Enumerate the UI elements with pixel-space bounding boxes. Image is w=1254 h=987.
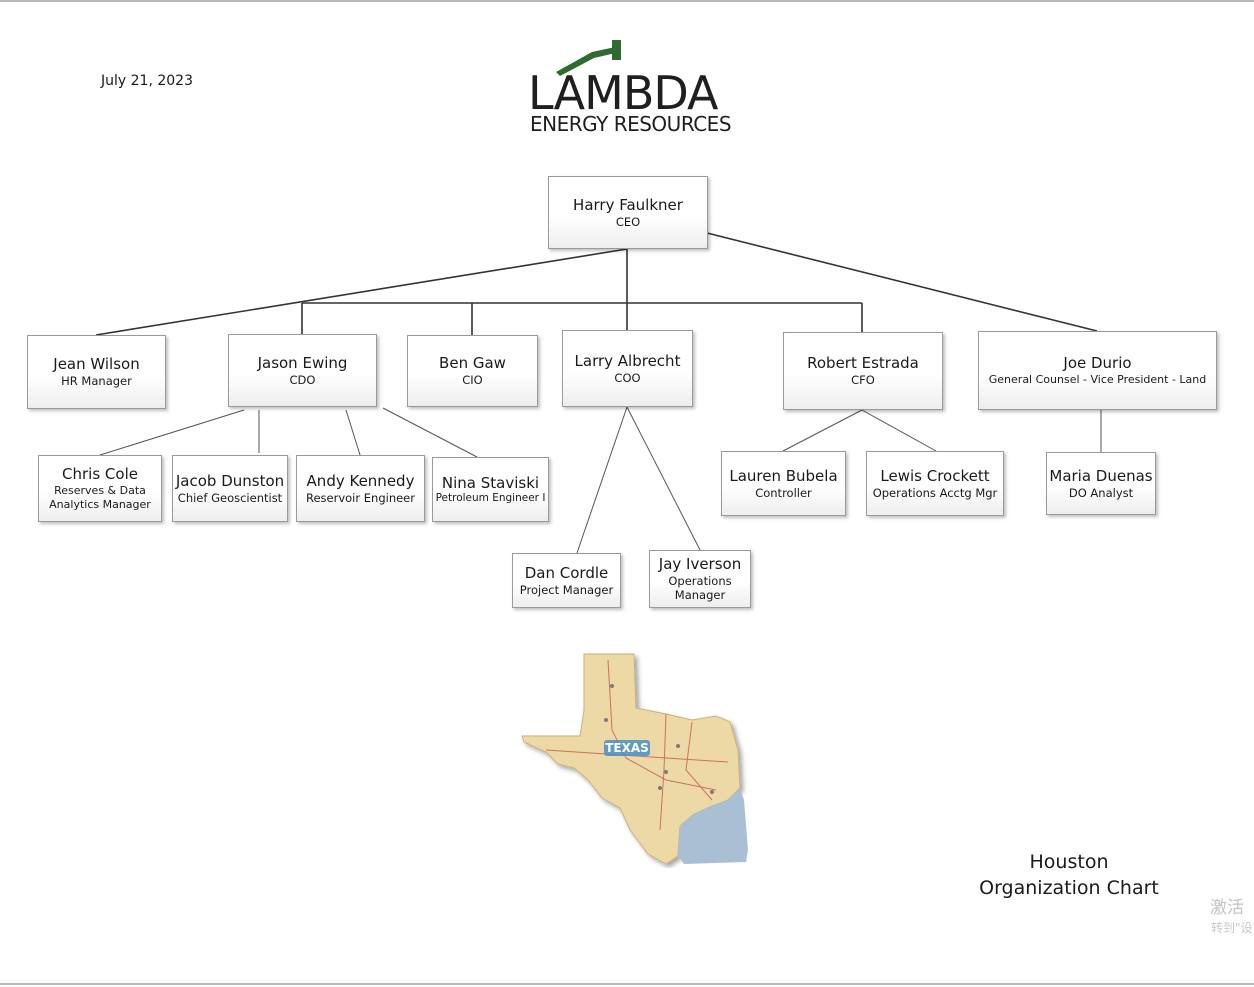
person-name: Robert Estrada	[807, 354, 919, 373]
org-box-ben-gaw[interactable]: Ben Gaw CIO	[407, 335, 538, 407]
person-title: Operations Manager	[668, 574, 732, 603]
connector-jason-chris	[99, 409, 245, 456]
org-box-joe-durio[interactable]: Joe Durio General Counsel - Vice Preside…	[978, 331, 1217, 410]
org-box-robert-estrada[interactable]: Robert Estrada CFO	[783, 332, 943, 410]
logo-wordmark: LAMBDA	[528, 66, 718, 120]
org-box-ceo[interactable]: Harry Faulkner CEO	[548, 176, 708, 249]
org-box-andy-kennedy[interactable]: Andy Kennedy Reservoir Engineer	[296, 455, 425, 522]
org-box-lewis-crockett[interactable]: Lewis Crockett Operations Acctg Mgr	[866, 451, 1004, 516]
person-name: Lauren Bubela	[729, 466, 838, 485]
person-name: Chris Cole	[62, 465, 138, 484]
org-box-jacob-dunston[interactable]: Jacob Dunston Chief Geoscientist	[172, 455, 288, 522]
person-name: Andy Kennedy	[306, 471, 415, 490]
page-top-border	[0, 0, 1254, 2]
caption-location: Houston	[1029, 851, 1109, 873]
org-box-maria-duenas[interactable]: Maria Duenas DO Analyst	[1046, 452, 1156, 515]
org-box-jean-wilson[interactable]: Jean Wilson HR Manager	[27, 335, 166, 409]
person-name: Harry Faulkner	[573, 195, 683, 214]
texas-land	[521, 653, 741, 865]
person-title: CEO	[615, 214, 641, 229]
person-title: COO	[614, 370, 641, 385]
person-title: Reserves & Data Analytics Manager	[49, 484, 151, 511]
org-box-nina-staviski[interactable]: Nina Staviski Petroleum Engineer I	[432, 457, 549, 522]
connector-ceo-jean	[95, 248, 628, 336]
person-name: Dan Cordle	[524, 563, 609, 582]
person-name: Jason Ewing	[257, 353, 348, 372]
activation-watermark: 激活	[1210, 898, 1244, 918]
connector-jason-nina	[382, 407, 478, 458]
org-box-chris-cole[interactable]: Chris Cole Reserves & Data Analytics Man…	[38, 455, 162, 522]
person-name: Jay Iverson	[658, 555, 742, 574]
gulf-of-mexico	[678, 788, 748, 864]
connector-ceo-joe	[706, 232, 1098, 332]
activation-watermark-sub: 转到"设	[1211, 921, 1253, 935]
person-title: Operations Acctg Mgr	[872, 485, 998, 500]
person-name: Ben Gaw	[439, 354, 506, 373]
pumpjack-icon	[556, 40, 621, 76]
connector-jason-andy	[345, 409, 361, 456]
chart-date: July 21, 2023	[101, 73, 193, 89]
person-title: Petroleum Engineer I	[435, 492, 546, 505]
org-box-jay-iverson[interactable]: Jay Iverson Operations Manager	[649, 550, 751, 608]
person-title: Controller	[755, 485, 812, 500]
person-name: Jacob Dunston	[175, 471, 285, 490]
page-bottom-border	[0, 983, 1254, 985]
texas-map: TEXAS	[521, 653, 748, 865]
connector-robert-lewis	[861, 409, 937, 452]
connector-larry-dan	[576, 406, 628, 554]
org-box-jason-ewing[interactable]: Jason Ewing CDO	[228, 334, 377, 407]
org-box-lauren-bubela[interactable]: Lauren Bubela Controller	[721, 451, 846, 516]
org-box-dan-cordle[interactable]: Dan Cordle Project Manager	[512, 553, 621, 608]
person-title: DO Analyst	[1068, 485, 1134, 500]
person-title: CDO	[289, 372, 316, 387]
person-title: CFO	[851, 373, 875, 388]
person-name: Maria Duenas	[1049, 466, 1153, 485]
caption-title: Organization Chart	[979, 876, 1159, 899]
person-name: Lewis Crockett	[880, 466, 990, 485]
person-title: Project Manager	[519, 582, 614, 597]
person-title: HR Manager	[61, 374, 132, 389]
person-name: Nina Staviski	[441, 473, 540, 492]
person-name: Larry Albrecht	[574, 351, 681, 370]
person-title: Reservoir Engineer	[306, 490, 415, 505]
org-box-larry-albrecht[interactable]: Larry Albrecht COO	[562, 330, 693, 407]
connector-robert-lauren	[782, 409, 863, 452]
logo-subtitle: ENERGY RESOURCES	[530, 112, 732, 136]
person-title: General Counsel - Vice President - Land	[988, 373, 1207, 386]
connector-larry-jay	[626, 406, 701, 551]
person-name: Jean Wilson	[53, 355, 140, 374]
texas-label: TEXAS	[605, 741, 649, 755]
person-title: Chief Geoscientist	[177, 490, 283, 505]
chart-caption: Houston Organization Chart	[960, 850, 1178, 901]
person-name: Joe Durio	[1063, 354, 1132, 373]
person-title: CIO	[462, 373, 483, 388]
company-logo: LAMBDA ENERGY RESOURCES	[528, 38, 750, 138]
